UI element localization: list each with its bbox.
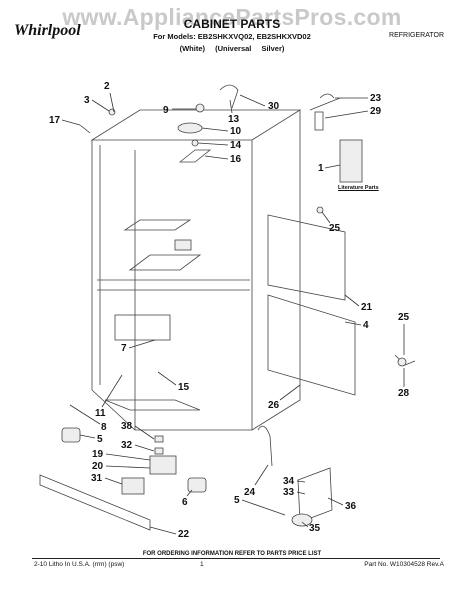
callout-19: 19: [92, 449, 151, 461]
top-parts: [79, 84, 239, 163]
svg-text:31: 31: [91, 473, 103, 484]
svg-text:16: 16: [230, 154, 242, 165]
callout-14: 14: [197, 140, 242, 151]
svg-text:8: 8: [101, 422, 107, 433]
svg-text:10: 10: [230, 126, 242, 137]
brand-logo: Whirlpool: [14, 22, 81, 39]
svg-text:5: 5: [97, 434, 103, 445]
callout-31: 31: [91, 473, 123, 485]
callout-21: 21: [344, 294, 373, 313]
svg-text:5: 5: [234, 495, 240, 506]
svg-text:26: 26: [268, 400, 280, 411]
svg-text:2: 2: [104, 81, 110, 92]
callout-11: 11: [95, 374, 123, 419]
svg-text:22: 22: [178, 529, 190, 540]
callout-35: 35: [301, 521, 321, 534]
callout-36: 36: [327, 497, 357, 512]
model-variants: (White) (Universal Silver): [179, 44, 285, 53]
callout-10: 10: [201, 126, 242, 137]
callout-17: 17: [49, 115, 81, 126]
svg-text:13: 13: [228, 114, 240, 125]
callout-2: 2: [104, 81, 115, 113]
callout-30: 30: [239, 94, 280, 112]
callout-9: 9: [163, 105, 196, 116]
svg-text:34: 34: [283, 476, 295, 487]
footer-divider: [32, 558, 440, 559]
appliance-type: REFRIGERATOR: [389, 32, 444, 39]
bottom-parts: [39, 425, 333, 531]
svg-text:36: 36: [345, 501, 357, 512]
svg-text:32: 32: [121, 440, 133, 451]
svg-text:7: 7: [121, 343, 127, 354]
callout-3: 3: [84, 95, 110, 112]
callout-20: 20: [92, 461, 151, 472]
callout-22: 22: [149, 526, 190, 540]
callout-6: 6: [182, 489, 193, 508]
svg-text:20: 20: [92, 461, 104, 472]
callout-8: 8: [69, 404, 107, 433]
svg-text:4: 4: [363, 320, 369, 331]
svg-text:17: 17: [49, 115, 61, 126]
part-number: Part No. W10304528 Rev.A: [364, 561, 444, 568]
callout-28: 28: [398, 368, 410, 399]
svg-text:15: 15: [178, 382, 190, 393]
callout-13: 13: [228, 99, 240, 125]
callout-7: 7: [121, 339, 156, 354]
callout-5: 5: [79, 434, 103, 445]
callout-38: 38: [121, 421, 155, 440]
svg-text:33: 33: [283, 487, 295, 498]
litho-info: 2-10 Litho In U.S.A. (rrm) (psw): [34, 561, 125, 568]
callout-32: 32: [121, 440, 155, 452]
right-parts: [267, 93, 416, 396]
svg-text:6: 6: [182, 497, 188, 508]
svg-text:19: 19: [92, 449, 104, 460]
page-title: CABINET PARTS: [183, 17, 281, 31]
svg-text:21: 21: [361, 302, 373, 313]
svg-text:24: 24: [244, 487, 256, 498]
callout-15: 15: [157, 371, 190, 393]
svg-text:38: 38: [121, 421, 133, 432]
svg-text:9: 9: [163, 105, 169, 116]
callout-26: 26: [268, 384, 301, 411]
callout-34: 34: [283, 476, 306, 487]
callout-33: 33: [283, 487, 306, 498]
callout-24: 24: [244, 464, 269, 498]
page-number: 1: [200, 561, 204, 568]
svg-text:25: 25: [329, 223, 341, 234]
svg-text:11: 11: [95, 408, 106, 419]
svg-text:23: 23: [370, 93, 382, 104]
model-list: For Models: EB2SHKXVQ02, EB2SHKXVD02: [153, 32, 311, 41]
ordering-note: FOR ORDERING INFORMATION REFER TO PARTS …: [142, 551, 322, 557]
svg-text:28: 28: [398, 388, 410, 399]
callout-4: 4: [344, 320, 369, 331]
callout-23: 23: [335, 93, 382, 104]
callout-25b: 25: [398, 312, 410, 355]
callout-25: 25: [321, 211, 341, 234]
callout-16: 16: [204, 154, 242, 165]
watermark: www.AppliancePartsPros.com: [62, 4, 402, 30]
cabinet-body: [90, 109, 302, 431]
literature-parts-label: Literature Parts: [338, 185, 379, 191]
svg-text:30: 30: [268, 101, 280, 112]
callout-29: 29: [324, 106, 382, 119]
svg-text:25: 25: [398, 312, 410, 323]
svg-text:29: 29: [370, 106, 382, 117]
callout-5b: 5: [234, 495, 286, 516]
svg-text:14: 14: [230, 140, 242, 151]
svg-text:3: 3: [84, 95, 90, 106]
svg-text:1: 1: [318, 163, 324, 174]
callout-1: 1: [318, 163, 341, 174]
svg-text:35: 35: [309, 523, 321, 534]
